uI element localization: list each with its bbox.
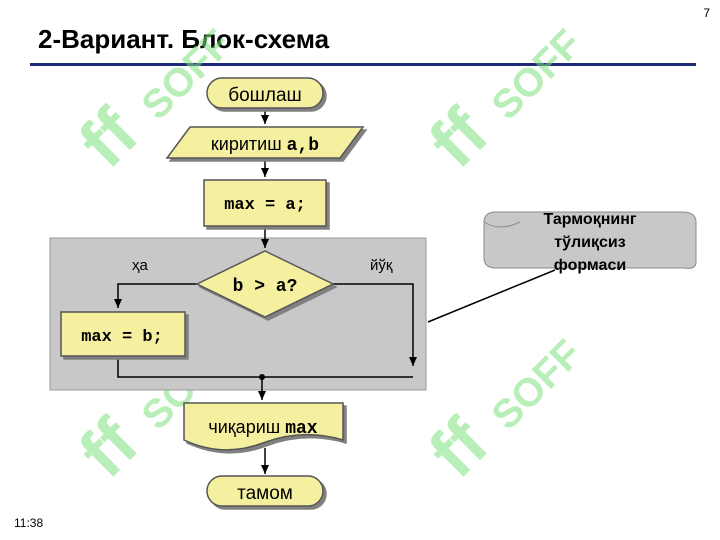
connectors [114,108,556,474]
junction-dot [259,374,265,380]
assign-max-a-label: max = a; [224,196,306,215]
input-block [165,126,365,159]
callout-line-3: формаси [554,257,626,274]
svg-text:ff: ff [414,93,503,182]
svg-text:ff: ff [414,403,503,492]
no-label: йўқ [370,257,393,274]
svg-text:SOFF: SOFF [484,22,591,129]
assign-max-b-block [60,311,186,357]
output-block [183,402,344,451]
start-terminal [206,77,324,109]
yes-label: ҳа [132,257,149,274]
output-label: чиқариш max [208,417,317,439]
watermark-logo: ff SOFF [414,332,591,492]
assign-max-a-block [203,179,327,227]
condition-diamond [195,250,335,318]
svg-text:ff: ff [64,93,153,182]
slide-title: 2-Вариант. Блок-схема [38,24,330,54]
svg-text:SOFF: SOFF [134,22,241,129]
watermark-logo: ff SOFF [414,22,591,182]
svg-text:SOFF: SOFF [484,332,591,439]
callout-line-2: тўлиқсиз [554,234,625,251]
page-number: 7 [703,6,710,20]
callout-scroll [483,211,697,269]
assign-max-b-label: max = b; [81,328,163,347]
callout-line-1: Тармоқнинг [543,211,636,228]
svg-text:ff: ff [64,403,153,492]
slide-time: 11:38 [14,516,44,530]
condition-label: b > a? [233,277,298,297]
start-label: бошлаш [228,85,302,106]
title-underline [30,63,696,66]
end-label: тамом [237,483,293,504]
input-label: киритиш a,b [211,134,319,156]
end-terminal [206,475,324,507]
